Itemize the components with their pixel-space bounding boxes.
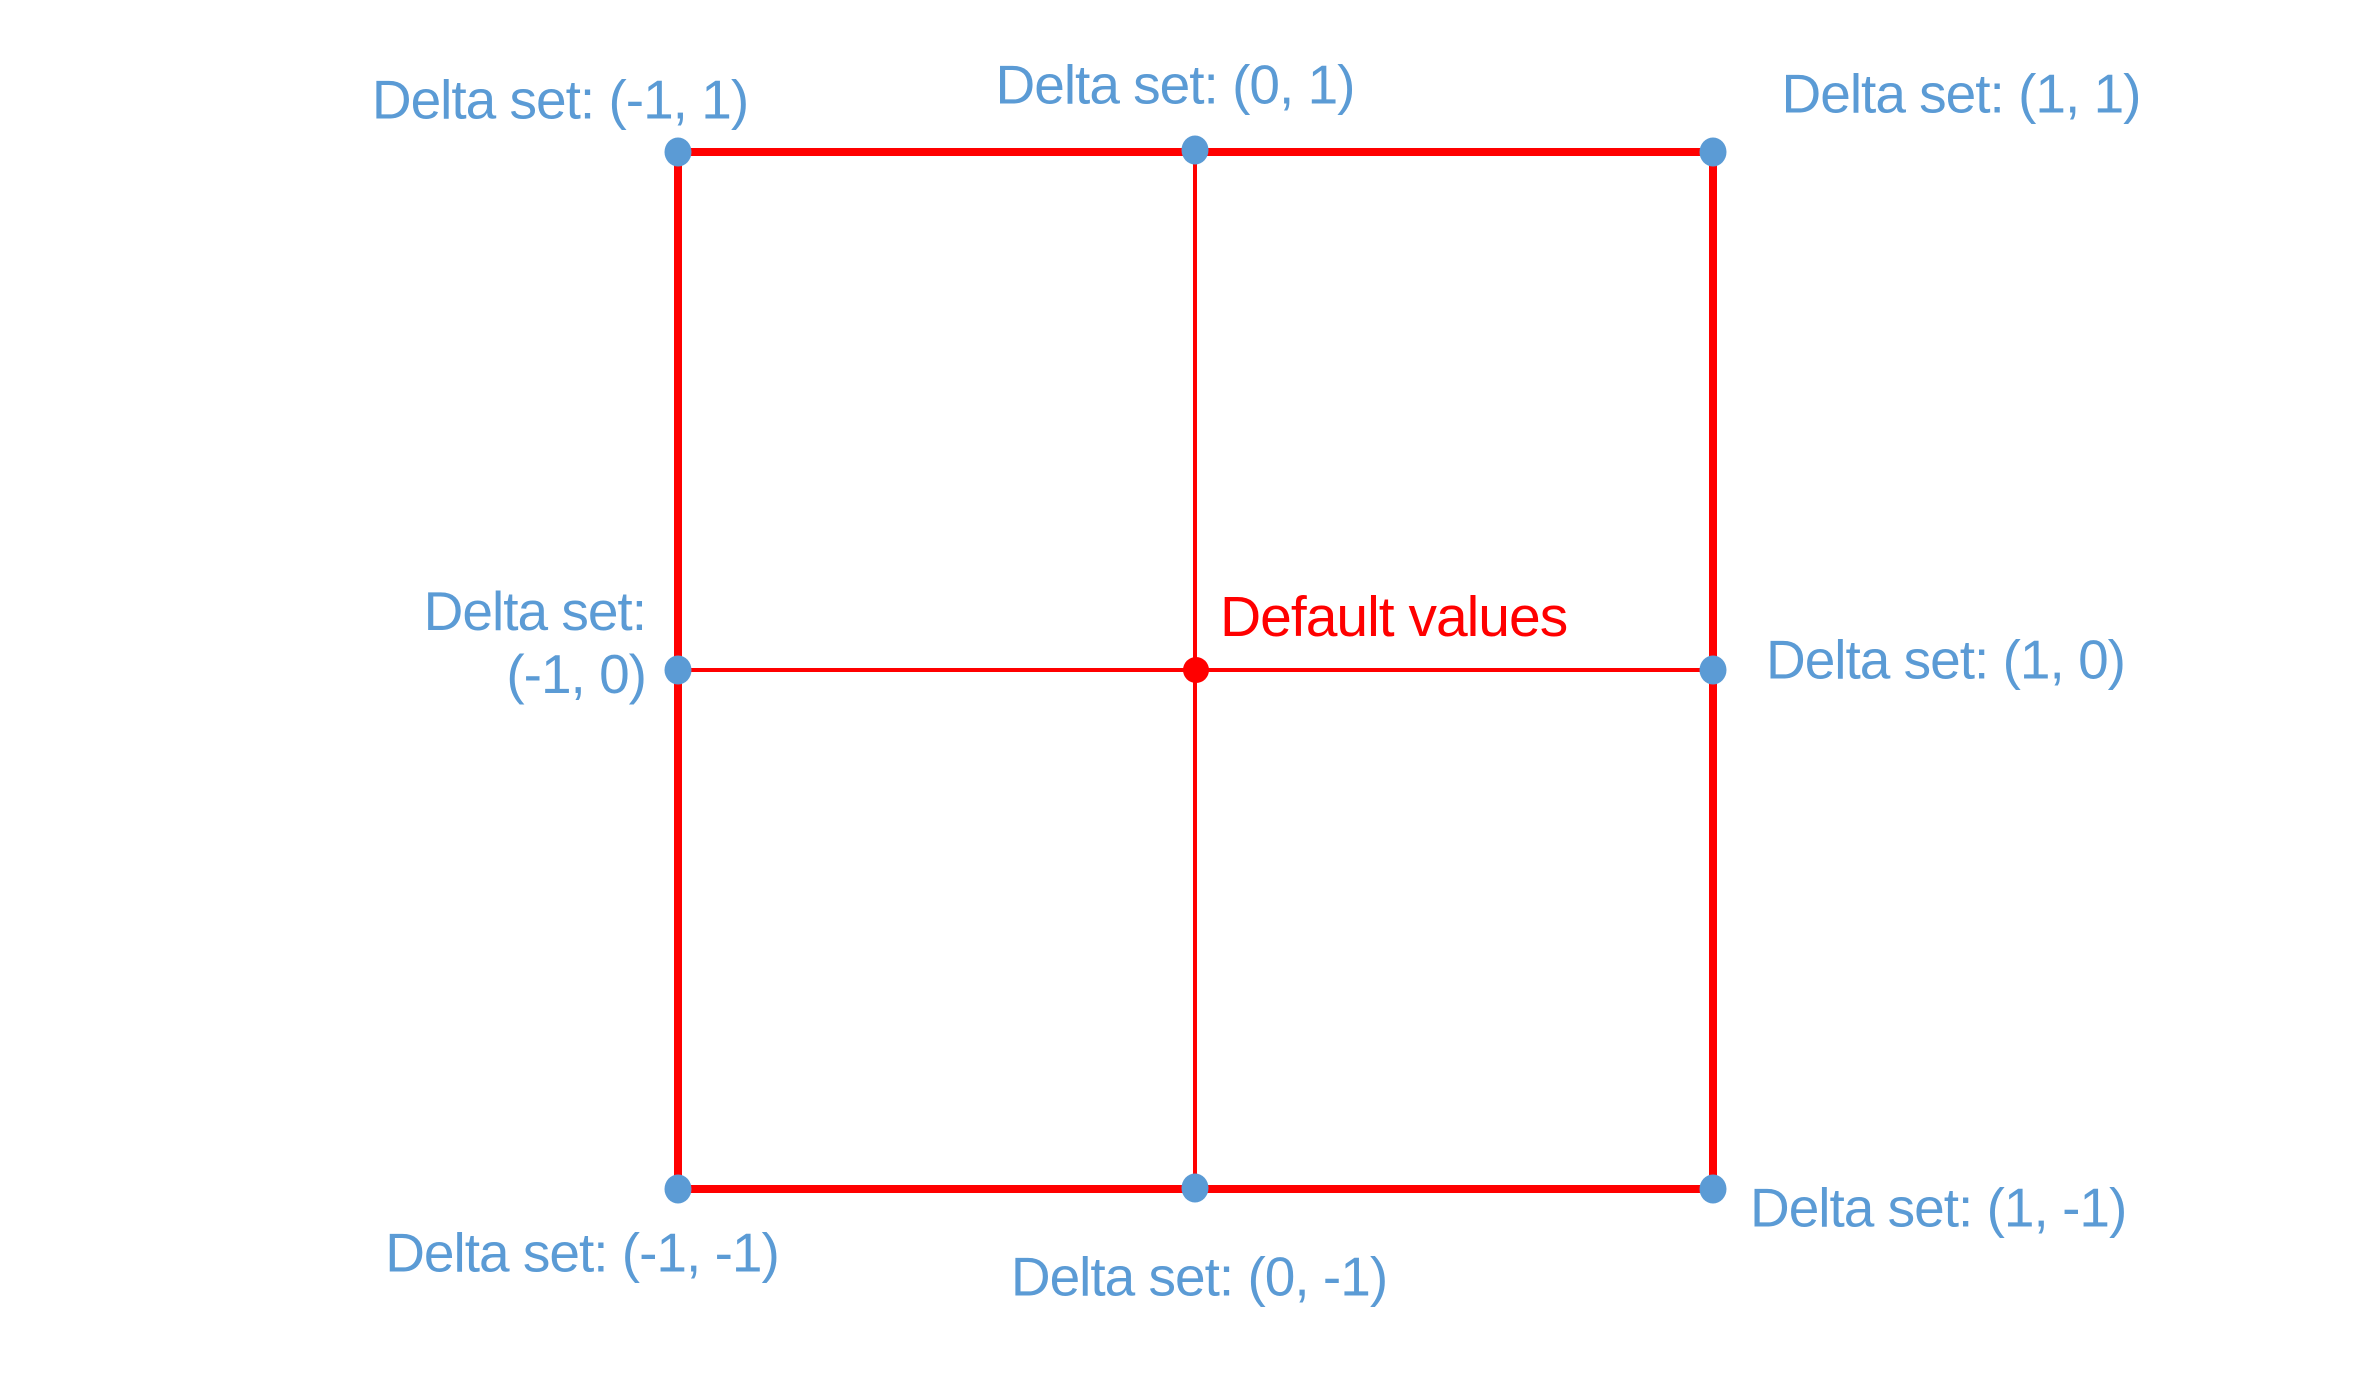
point-middle-left-dot <box>664 655 692 685</box>
point-bottom-center-dot <box>1181 1173 1209 1203</box>
label-top-right: Delta set: (1, 1) <box>1781 62 2142 125</box>
label-bottom-right: Delta set: (1, -1) <box>1750 1176 2127 1239</box>
label-middle-left-line2: (-1, 0) <box>506 643 647 706</box>
label-middle-left: Delta set: (-1, 0) <box>423 580 647 707</box>
point-bottom-right-dot <box>1699 1174 1727 1204</box>
point-top-right-dot <box>1699 137 1727 167</box>
label-middle-right: Delta set: (1, 0) <box>1766 628 2126 691</box>
label-bottom-center: Delta set: (0, -1) <box>1010 1245 1388 1308</box>
center-point-dot <box>1183 657 1209 683</box>
point-top-center-dot <box>1181 135 1209 165</box>
label-top-center: Delta set: (0, 1) <box>995 53 1356 116</box>
label-default-values: Default values <box>1220 585 1568 649</box>
label-top-left: Delta set: (-1, 1) <box>371 68 749 131</box>
label-bottom-left: Delta set: (-1, -1) <box>385 1221 780 1284</box>
point-bottom-left-dot <box>664 1174 692 1204</box>
point-middle-right-dot <box>1699 655 1727 685</box>
point-top-left-dot <box>664 137 692 167</box>
label-middle-left-line1: Delta set: <box>423 580 647 642</box>
